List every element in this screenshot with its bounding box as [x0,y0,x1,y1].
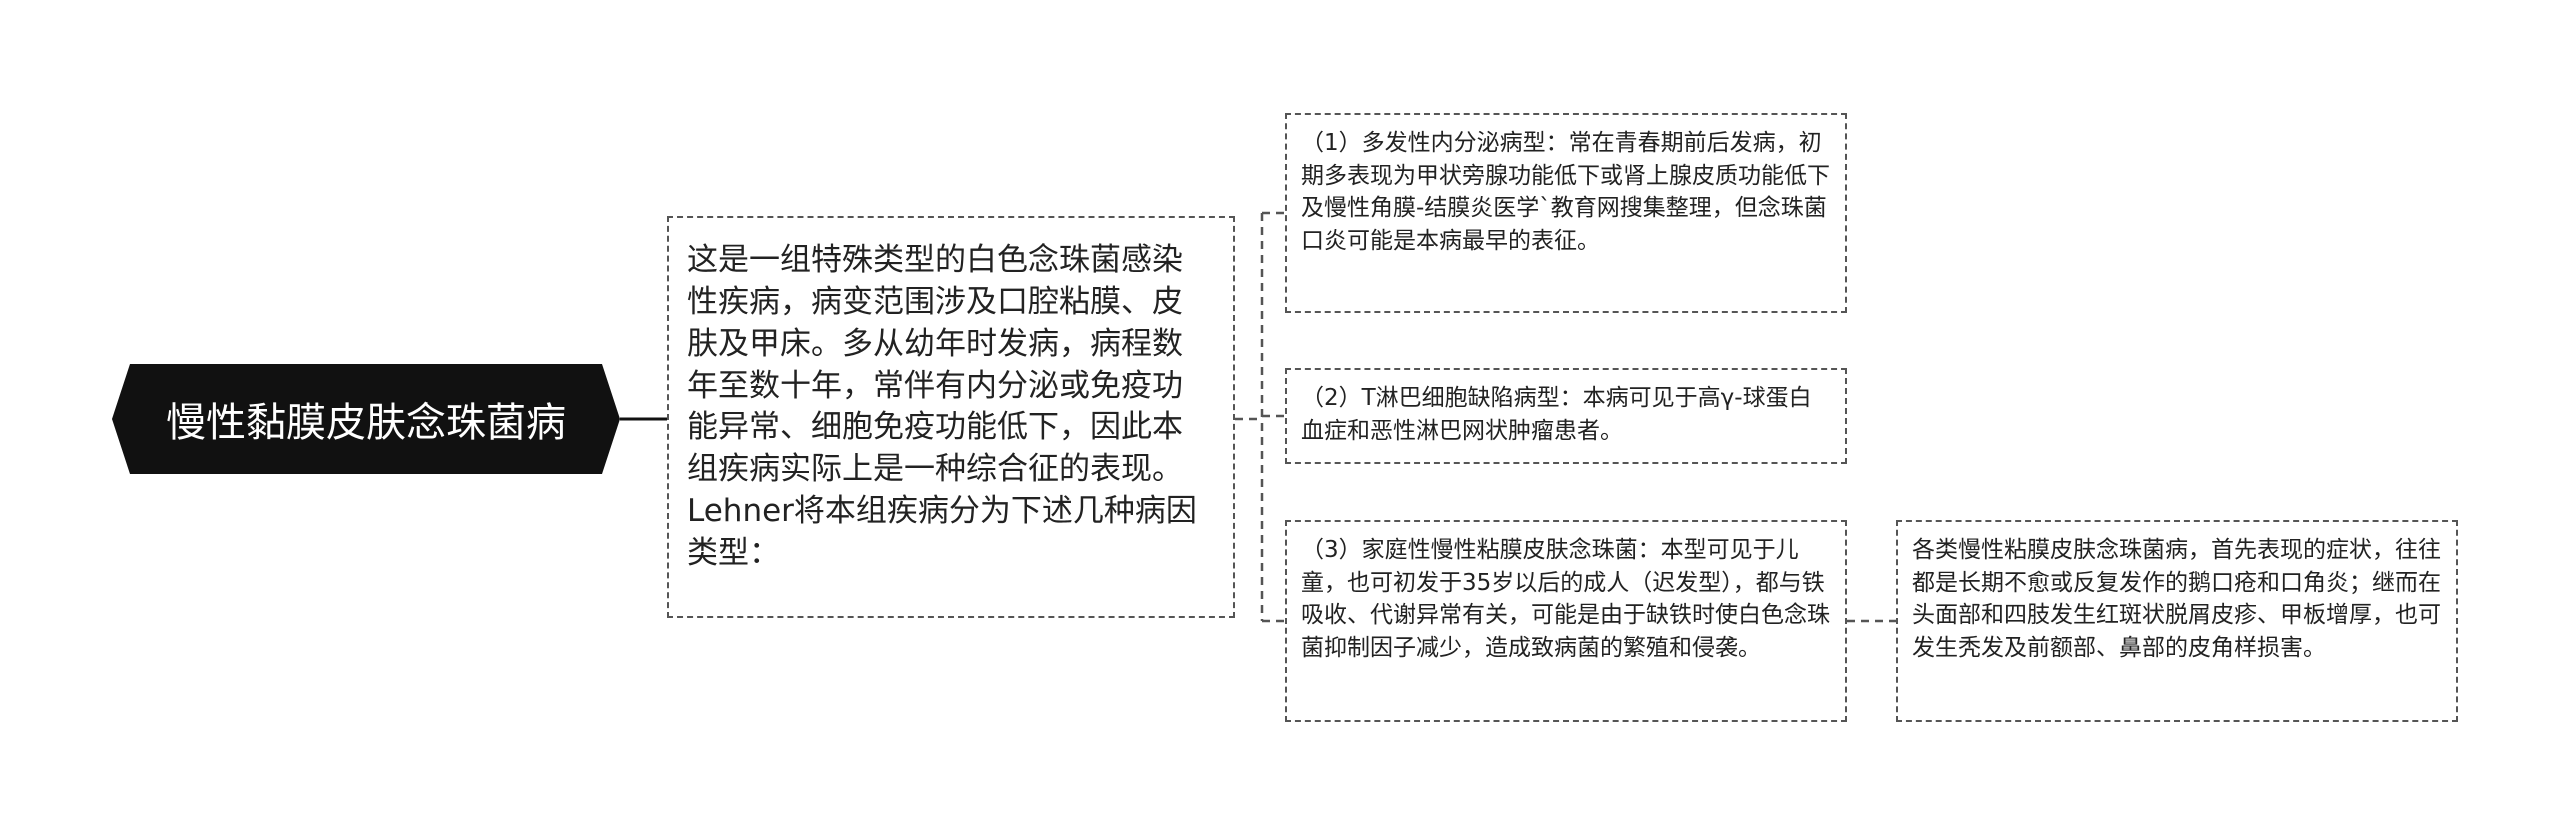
detail-text: 各类慢性粘膜皮肤念珠菌病，首先表现的症状，往往都是长期不愈或反复发作的鹅口疮和口… [1912,537,2441,661]
type-2-text: （2）T淋巴细胞缺陷病型：本病可见于高γ-球蛋白血症和恶性淋巴网状肿瘤患者。 [1301,385,1812,444]
type-3-text: （3）家庭性慢性粘膜皮肤念珠菌：本型可见于儿童，也可初发于35岁以后的成人（迟发… [1301,537,1830,661]
type-1-text: （1）多发性内分泌病型：常在青春期前后发病，初期多表现为甲状旁腺功能低下或肾上腺… [1301,130,1830,254]
root-node[interactable]: 慢性黏膜皮肤念珠菌病 [112,364,620,474]
root-label: 慢性黏膜皮肤念珠菌病 [166,400,566,446]
type-node-familial[interactable]: （3）家庭性慢性粘膜皮肤念珠菌：本型可见于儿童，也可初发于35岁以后的成人（迟发… [1285,520,1847,722]
intro-node[interactable]: 这是一组特殊类型的白色念珠菌感染性疾病，病变范围涉及口腔粘膜、皮肤及甲床。多从幼… [667,216,1235,618]
intro-text: 这是一组特殊类型的白色念珠菌感染性疾病，病变范围涉及口腔粘膜、皮肤及甲床。多从幼… [687,242,1197,571]
type-node-t-cell[interactable]: （2）T淋巴细胞缺陷病型：本病可见于高γ-球蛋白血症和恶性淋巴网状肿瘤患者。 [1285,368,1847,464]
type-node-endocrine[interactable]: （1）多发性内分泌病型：常在青春期前后发病，初期多表现为甲状旁腺功能低下或肾上腺… [1285,113,1847,313]
detail-node-symptoms[interactable]: 各类慢性粘膜皮肤念珠菌病，首先表现的症状，往往都是长期不愈或反复发作的鹅口疮和口… [1896,520,2458,722]
